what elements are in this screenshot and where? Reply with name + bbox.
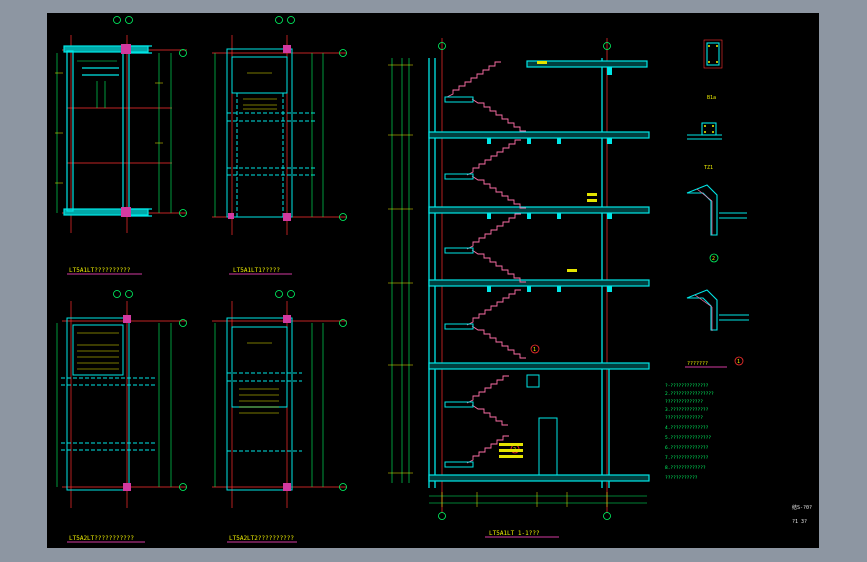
note-line: 8.????????????? [665,465,706,471]
note-line: 6.?????????????? [665,445,709,451]
note-line: ?????????????? [665,415,703,421]
detail-mark-1: 1 [737,359,740,365]
plan-4: LT5A2LT2?????????? [212,290,347,543]
title-block: 结S-?0? ?1 3? [792,504,812,525]
detail-label-3: ??????? [687,361,708,367]
plan-3: LT5A2LT??????????? [56,290,187,543]
drawing-number: 结S-?0? [792,504,812,511]
note-line: 7.?????????????? [665,455,709,461]
plan-1: LT5A1LT?????????? [55,16,187,275]
plan-4-title: LT5A2LT2?????????? [229,535,294,542]
details-column: B1a TZ1 2 ??????? 1 [685,39,749,368]
detail-label-b1a: B1a [707,95,716,101]
note-line: 4.?????????????? [665,425,709,431]
note-line: ?-?????????????? [665,383,709,389]
note-line: 2.???????????????? [665,391,714,397]
plan-1-title: LT5A1LT?????????? [69,267,131,274]
note-line: ?????????????? [665,399,703,405]
detail-mark-2: 2 [712,256,715,262]
plan-2: LT5A1LT1????? [212,16,347,275]
note-line: 3.?????????????? [665,407,709,413]
section-mark-1: 1 [533,347,536,353]
structural-stair-drawing: LT5A1LT?????????? [55,16,812,543]
detail-label-tz1: TZ1 [704,165,713,171]
note-line: ???????????? [665,475,698,481]
drawing-scale: ?1 3? [792,519,807,525]
cad-drawing-sheet: LT5A1LT?????????? [47,13,819,548]
plan-2-title: LT5A1LT1????? [233,267,280,274]
section-1-1: 1 2 LT5A1LT 1-1??? [388,38,650,538]
plan-3-title: LT5A2LT??????????? [69,535,134,542]
general-notes: ?-?????????????? 2.???????????????? ????… [665,383,714,481]
section-title: LT5A1LT 1-1??? [489,530,540,537]
note-line: 5.??????????????? [665,435,711,441]
